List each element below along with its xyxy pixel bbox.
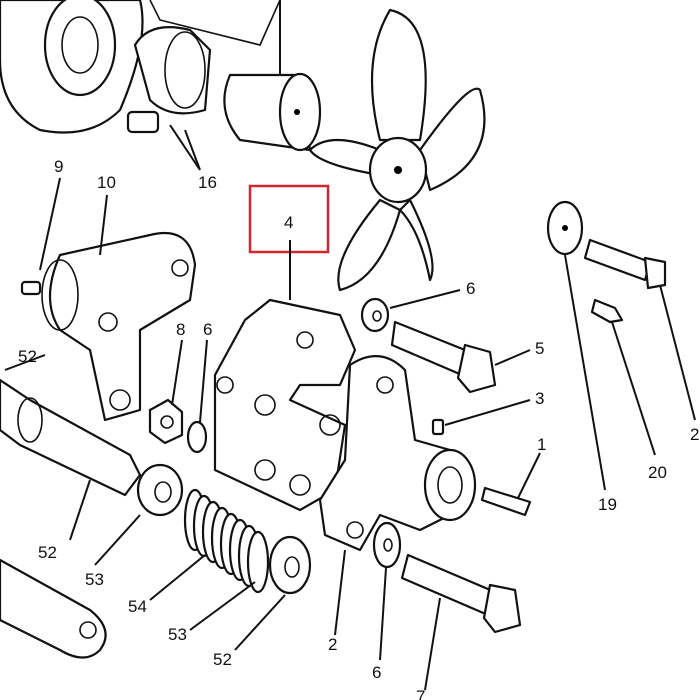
callout-5: 5 (535, 339, 544, 358)
washer-6-top (360, 297, 390, 333)
nut-8 (148, 398, 184, 445)
screw-20 (590, 298, 624, 324)
callout-10: 10 (97, 173, 116, 192)
bolt-right (583, 238, 667, 290)
lever-arm (0, 558, 107, 659)
leader-lines (4, 0, 696, 691)
collar-52 (268, 535, 312, 595)
callout-6-bottom: 6 (372, 663, 381, 682)
bolt-7 (400, 553, 522, 634)
callout-7: 7 (416, 687, 425, 700)
housing-2 (318, 355, 477, 552)
callout-9: 9 (54, 157, 63, 176)
collar-53 (136, 463, 184, 517)
washer-6-bottom (372, 521, 402, 569)
fan (308, 8, 486, 292)
callout-1: 1 (537, 435, 546, 454)
callout-2-right: 2 (690, 425, 699, 444)
callout-52-shaft: 52 (38, 543, 57, 562)
shaft-52 (0, 378, 142, 497)
callout-54: 54 (128, 597, 147, 616)
callout-20: 20 (648, 463, 667, 482)
callout-2: 2 (328, 635, 337, 654)
bolt-5 (390, 320, 497, 394)
pin-9 (20, 280, 42, 296)
callout-19: 19 (598, 495, 617, 514)
callout-6-top: 6 (466, 279, 475, 298)
bracket-10 (41, 231, 197, 422)
coupling-4 (213, 298, 357, 512)
pulley (0, 0, 144, 134)
set-screw-3 (431, 418, 445, 436)
spring-54 (183, 488, 270, 594)
frame (149, 0, 281, 46)
callout-16: 16 (198, 173, 217, 192)
callout-3: 3 (535, 389, 544, 408)
callout-6-left: 6 (203, 320, 212, 339)
callout-52-top: 52 (18, 347, 37, 366)
key-1 (480, 486, 532, 517)
callout-53-bottom: 53 (168, 625, 187, 644)
callout-53-top: 53 (85, 570, 104, 589)
callout-8: 8 (176, 320, 185, 339)
bushing-16 (126, 26, 212, 134)
callout-52-bottom: 52 (213, 650, 232, 669)
plate-19 (546, 200, 584, 256)
motor-cylinder (223, 72, 322, 152)
washer-6-left (186, 420, 208, 454)
spring-coil (246, 530, 270, 594)
callout-4: 4 (284, 213, 293, 232)
